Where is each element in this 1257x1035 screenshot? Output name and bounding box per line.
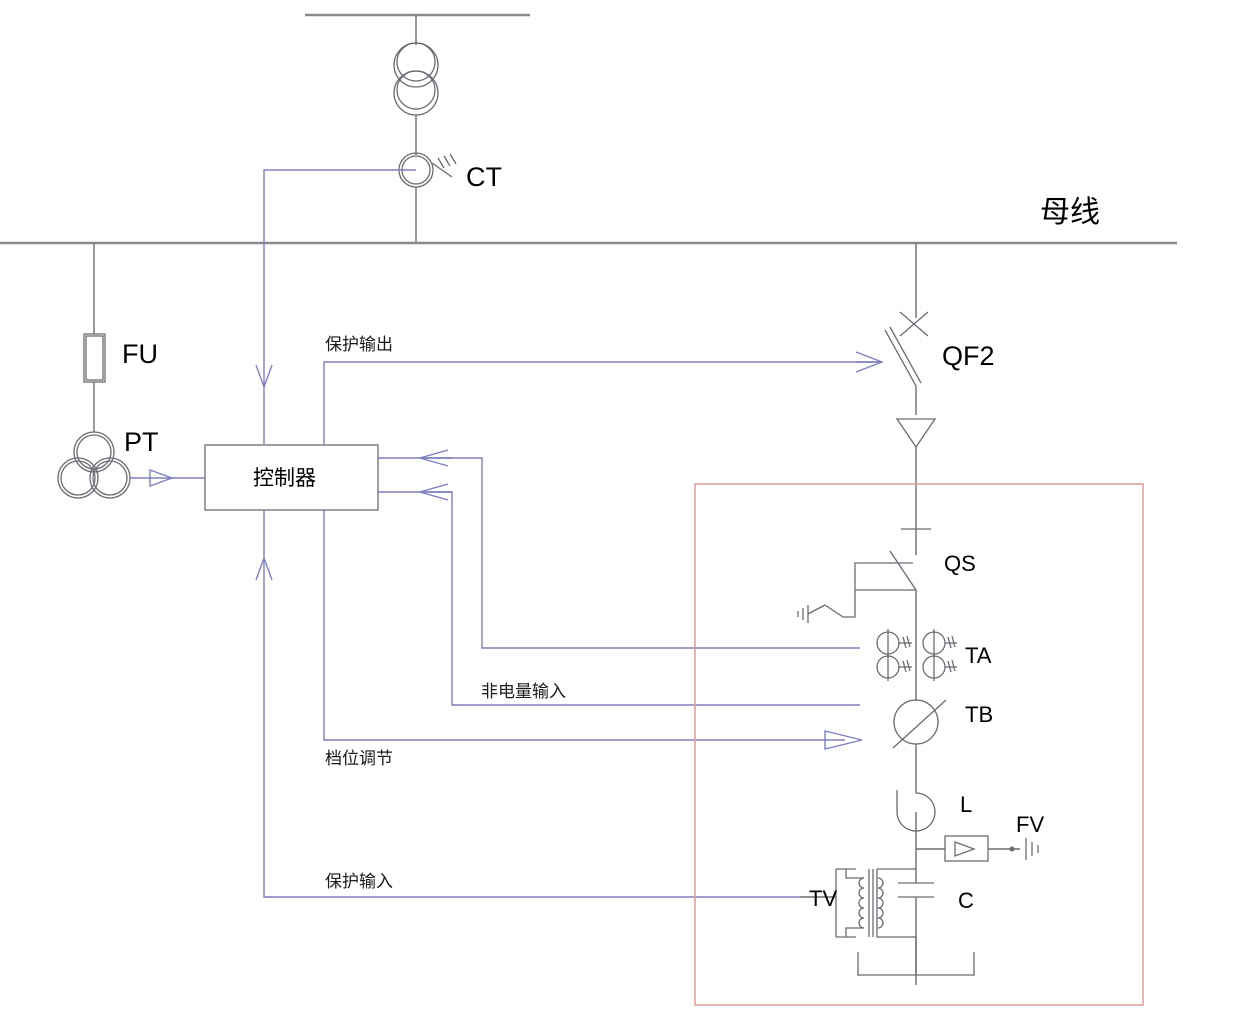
ct-sense-signal-line [255, 169, 416, 445]
pt-label: PT [124, 427, 159, 457]
qs-disconnector [797, 529, 917, 631]
tv-voltage-transformer [800, 868, 884, 938]
tap-adjust-signal-line [323, 510, 863, 750]
ct-current-transformer [398, 152, 457, 243]
ct-label: CT [466, 162, 502, 192]
qf2-label: QF2 [942, 341, 995, 371]
controller-label: 控制器 [253, 466, 316, 490]
ground-bracket [857, 937, 975, 985]
pt-voltage-transformer [57, 431, 131, 499]
protection-output-signal-line [323, 351, 884, 445]
ta-label: TA [965, 643, 992, 668]
ta-input-signal-line [378, 449, 860, 649]
protection-input-label: 保护输入 [325, 872, 393, 892]
source-transformer-symbol [393, 15, 439, 155]
controller-box[interactable] [204, 444, 379, 511]
tap-adjust-label: 档位调节 [325, 749, 393, 769]
pt-to-controller-signal [130, 469, 205, 487]
tb-tap-changer [892, 699, 947, 788]
qs-label: QS [944, 551, 976, 576]
qf2-circuit-breaker [884, 243, 937, 530]
l-label: L [960, 792, 972, 817]
fu-pt-branch [83, 243, 106, 432]
tb-label: TB [965, 702, 993, 727]
ta-current-transformer [876, 629, 957, 700]
tv-label: TV [809, 886, 837, 911]
c-capacitor [876, 849, 934, 975]
fu-label: FU [122, 339, 158, 369]
fv-surge-arrester [916, 835, 1039, 862]
c-label: C [958, 888, 974, 913]
non-electrical-input-signal-line [378, 483, 860, 706]
busbar-label: 母线 [1040, 195, 1100, 230]
fv-label: FV [1016, 812, 1044, 837]
l-reactor [896, 788, 936, 849]
protection-input-signal-line [255, 510, 800, 898]
equipment-enclosure-box [694, 483, 1144, 1006]
protection-output-label: 保护输出 [325, 335, 393, 355]
non-electrical-input-label: 非电量输入 [481, 682, 566, 702]
